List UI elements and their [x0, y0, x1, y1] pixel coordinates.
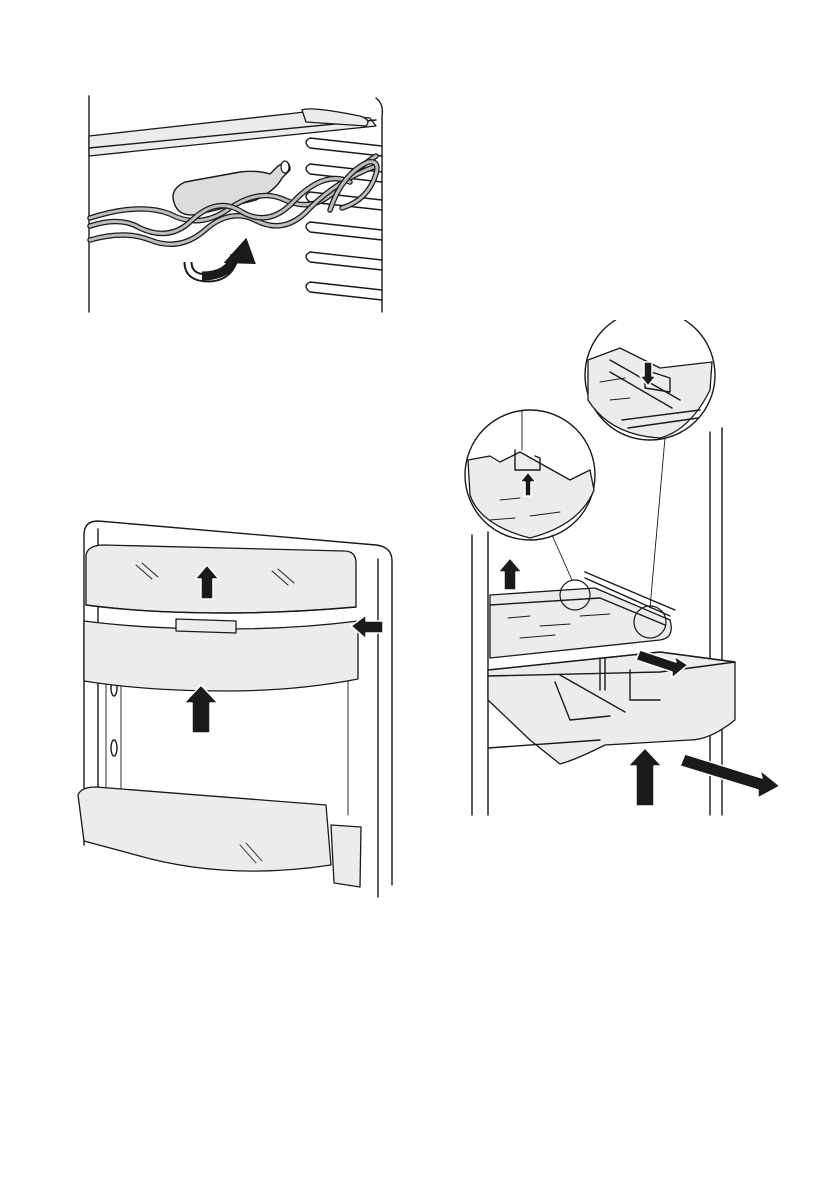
detail-zoom-left	[465, 410, 595, 540]
upper-balcony	[86, 545, 356, 613]
upper-bin	[84, 619, 358, 691]
lift-arrow-icon	[498, 558, 522, 590]
bottle-rack-illustration	[80, 90, 390, 320]
door-balcony-figure	[76, 515, 401, 905]
push-up-arrow-icon	[628, 748, 662, 806]
up-arrow-large-icon	[184, 685, 218, 733]
bottle-rack-figure	[80, 90, 390, 320]
crisper-drawer	[488, 652, 735, 764]
lower-bin	[78, 787, 361, 887]
glass-cover	[490, 572, 675, 658]
detail-zoom-right	[585, 320, 715, 440]
door-balcony-illustration	[76, 515, 401, 905]
rotate-arrow-icon	[188, 238, 256, 278]
pull-out-arrow-icon	[680, 754, 780, 798]
crisper-drawer-figure	[460, 320, 800, 820]
crisper-drawer-illustration	[460, 320, 800, 820]
